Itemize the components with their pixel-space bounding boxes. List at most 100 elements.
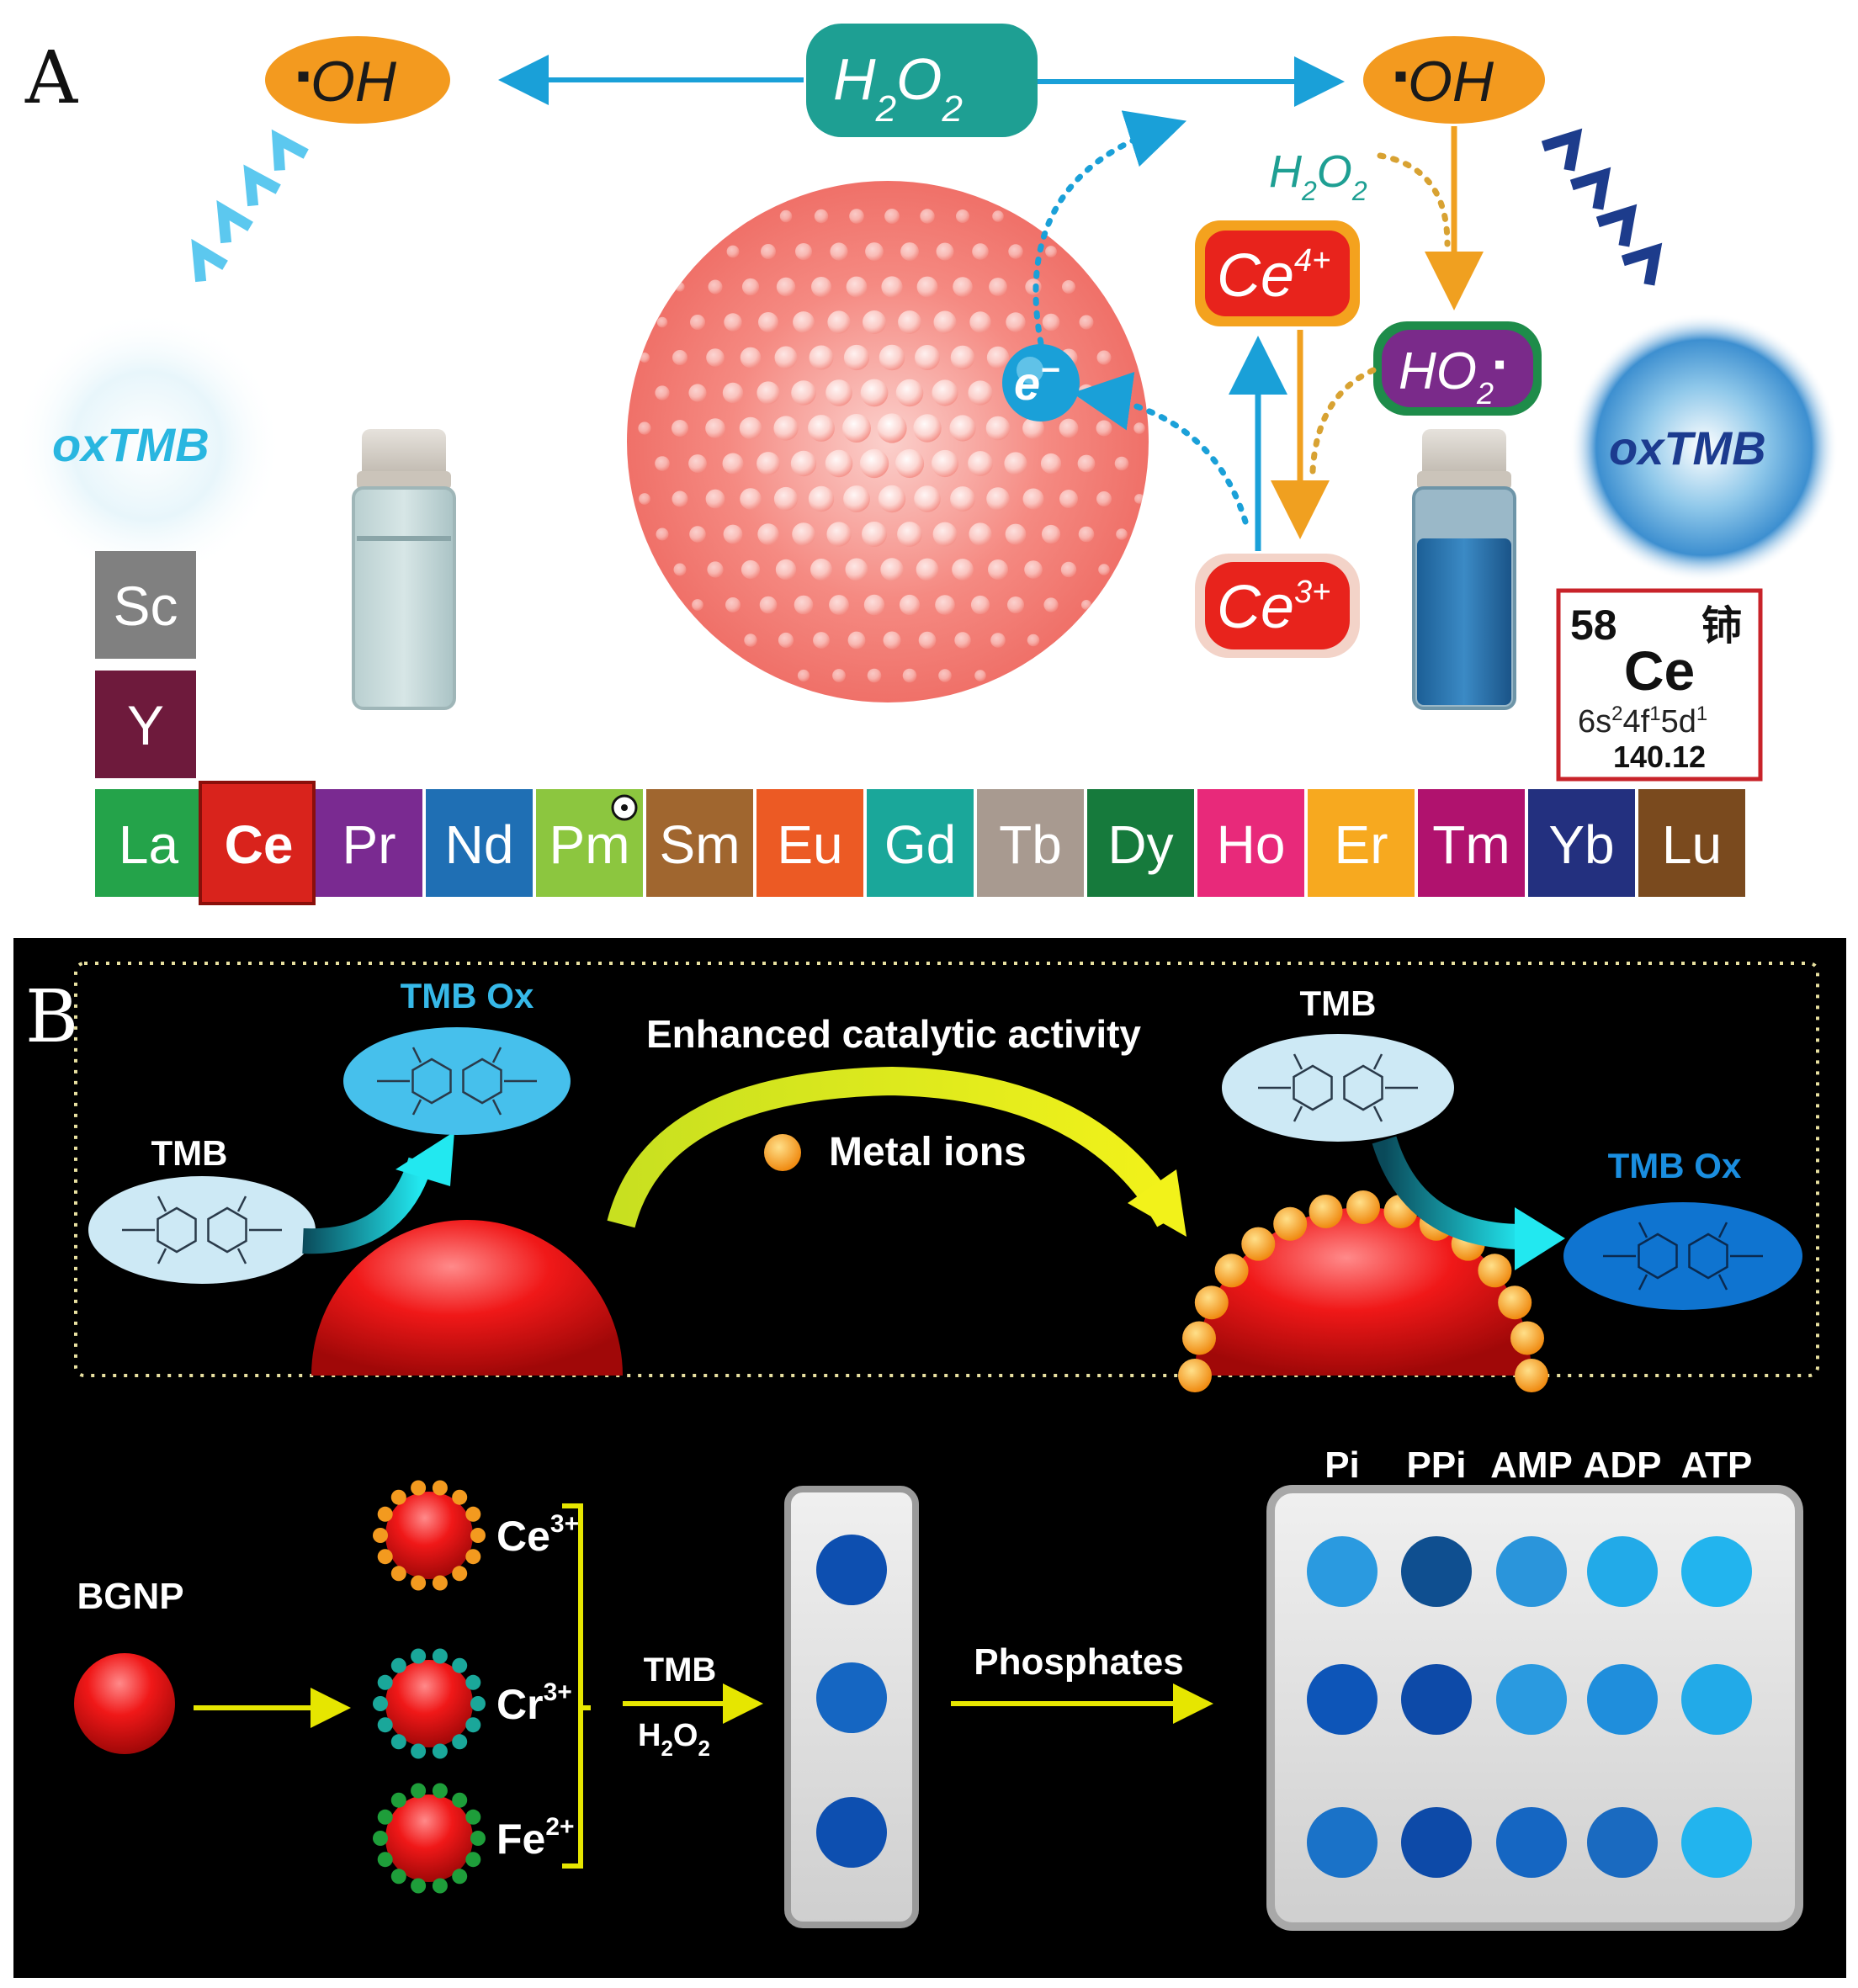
element-tile-sm: Sm [646,789,753,897]
tmb-left-label: TMB [151,1133,228,1173]
oxtmb-left-glow [13,311,282,580]
svg-text:Ho: Ho [1217,814,1286,875]
svg-text:H2O2: H2O2 [833,46,963,130]
ce-element-card: 58 铈 Ce 6s24f15d1 140.12 [1556,588,1763,782]
element-symbol: Ce [1624,639,1695,702]
ho2-dot: ▪ [1494,346,1505,383]
oh-right-text: OH [1408,50,1494,114]
svg-text:Ce3+: Ce3+ [1217,574,1330,641]
ho2-box: HO2▪ [1373,321,1542,416]
ce4-box: Ce4+ [1195,220,1360,326]
dotted-ce3-to-electron [1072,372,1249,525]
svg-text:Dy: Dy [1107,814,1173,875]
enhanced-activity-frame [74,962,1819,1377]
element-tile-lu: Lu [1638,789,1745,897]
vial-left [352,429,456,710]
panel-b-label: B [25,975,78,1059]
plate-well [1496,1807,1567,1878]
phosphates-label: Phosphates [974,1641,1183,1683]
ion-particles: Ce3+Cr3+Fe2+ [373,1480,579,1894]
h2o2-sub1: 2 [875,88,896,130]
bgnp-particle [74,1653,175,1754]
cyan-arrowhead-right [1515,1207,1565,1270]
svg-text:Pr: Pr [342,814,396,875]
oxtmb-right-label: oxTMB [1609,421,1766,474]
h2o2-box: H2O2 [806,24,1038,137]
element-tile-ce: Ce [199,781,316,905]
svg-text:Sm: Sm [660,814,741,875]
element-tile-y: Y [95,671,196,778]
tmb-ox-left-label: TMB Ox [401,976,534,1015]
tmb-right-label: TMB [1300,983,1377,1023]
svg-text:Eu: Eu [777,814,842,875]
element-tile-tb: Tb [977,789,1084,897]
element-tile-er: Er [1308,789,1415,897]
group3-column: ScY [95,551,196,778]
svg-text:Sc: Sc [113,575,178,637]
cyan-arrow-right [1372,1136,1524,1249]
ce3-box: Ce3+ [1195,554,1360,658]
tmb-reagent-label: TMB [644,1651,717,1688]
oh-left-dot: ▪ [296,54,311,98]
column-header-pi: Pi [1324,1445,1360,1486]
tmb-ox-right-molecule [1563,1202,1802,1310]
svg-text:Gd: Gd [884,814,956,875]
ho2-base: HO [1399,342,1477,400]
dotted-h2o2-to-ho2 [1377,152,1451,247]
ion-label-fe: Fe2+ [496,1813,575,1863]
bgnp-label: BGNP [77,1576,183,1617]
element-tile-tm: Tm [1418,789,1525,897]
plate-well [1307,1664,1378,1735]
svg-text:Pm: Pm [549,814,630,875]
svg-text:La: La [119,814,179,875]
plate-well [1496,1664,1567,1735]
cyan-arrowhead-left [395,1132,454,1186]
electron-base: e [1014,357,1040,410]
svg-text:Lu: Lu [1662,814,1722,875]
element-chinese: 铈 [1701,604,1742,649]
particle-cr [373,1648,486,1759]
plate-well [1401,1664,1472,1735]
svg-text:e−: e− [1014,352,1060,410]
ion-label-ce: Ce3+ [496,1510,579,1560]
column-header-adp: ADP [1584,1445,1662,1486]
oh-left-text: OH [311,50,397,114]
column-header-atp: ATP [1681,1445,1753,1486]
panel-b: B Enhanced catalytic activity Metal ions… [13,938,1846,1978]
element-tile-pm: Pm [536,789,643,897]
h2o2-o: O [896,46,942,112]
dotted-ho2-to-ce3 [1309,367,1377,474]
electron: e− [1002,344,1080,421]
svg-text:Tm: Tm [1432,814,1510,875]
tmb-right-molecule [1222,1034,1454,1142]
tmb-ox-left-molecule [343,1027,571,1135]
plate-well [1496,1536,1567,1607]
dotted-electron-to-h2o2 [1033,110,1187,347]
ceria-nanosphere [627,181,1149,702]
plate-well [1681,1536,1752,1607]
element-number: 58 [1570,602,1617,649]
element-config: 6s24f15d1 [1578,702,1707,740]
element-tile-la: La [95,789,202,897]
metal-ion-dot [764,1134,801,1171]
element-mass: 140.12 [1613,740,1706,774]
svg-text:▪OH: ▪OH [296,50,397,114]
plate-well [1587,1664,1658,1735]
plate-wells [1307,1536,1752,1878]
element-tile-yb: Yb [1528,789,1635,897]
svg-text:Y: Y [127,694,164,756]
oh-right-dot: ▪ [1394,54,1408,98]
element-tile-pr: Pr [316,789,422,897]
plate-well [1681,1807,1752,1878]
svg-text:▪OH: ▪OH [1394,50,1494,114]
chevrons-right [1541,128,1663,286]
h2o2-sub2: 2 [942,88,963,130]
strip-wells [816,1535,887,1868]
bare-nanoparticle [311,1220,623,1376]
enhanced-activity-label: Enhanced catalytic activity [646,1012,1141,1056]
svg-text:Ce4+: Ce4+ [1217,242,1330,310]
column-header-ppi: PPi [1407,1445,1467,1486]
plate-well [1307,1807,1378,1878]
